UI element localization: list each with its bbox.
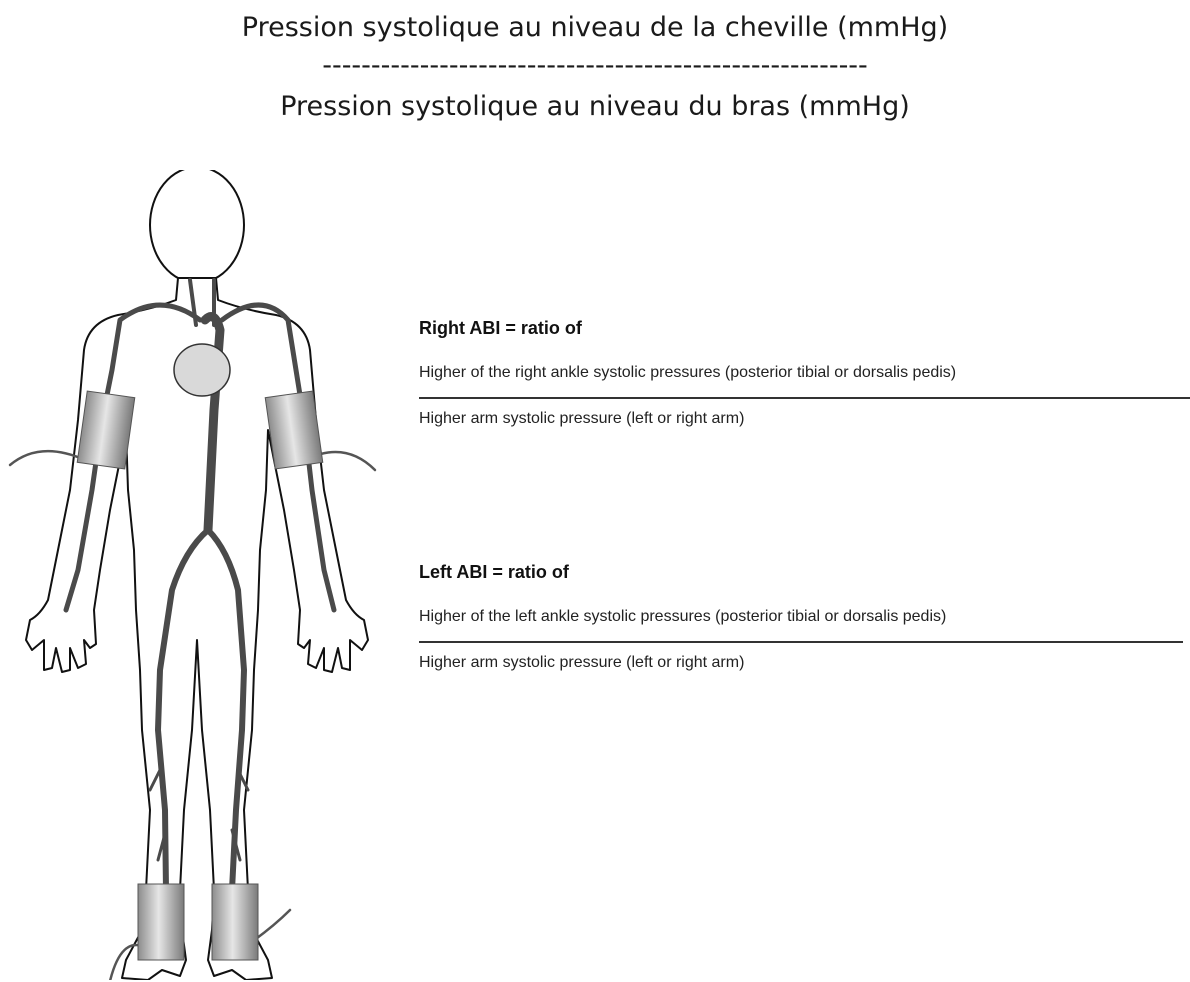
body-illustration — [0, 170, 400, 980]
formula-denominator: Pression systolique au niveau du bras (m… — [0, 91, 1190, 122]
left-abi-numerator: Higher of the left ankle systolic pressu… — [419, 608, 946, 626]
right-arm-cuff — [77, 391, 135, 469]
right-abi-denominator: Higher arm systolic pressure (left or ri… — [419, 410, 744, 428]
formula-fraction-bar: ----------------------------------------… — [0, 50, 1190, 81]
left-abi-denominator: Higher arm systolic pressure (left or ri… — [419, 654, 744, 672]
left-arm-cuff — [265, 391, 323, 469]
left-ankle-cuff — [212, 884, 258, 960]
left-abi-formula: Left ABI = ratio of Higher of the left a… — [419, 562, 1189, 692]
head-shape — [150, 170, 244, 283]
right-abi-fraction-line — [419, 397, 1190, 399]
right-ankle-cuff — [138, 884, 184, 960]
left-abi-title: Left ABI = ratio of — [419, 562, 569, 583]
formula-numerator: Pression systolique au niveau de la chev… — [0, 12, 1190, 43]
right-abi-formula: Right ABI = ratio of Higher of the right… — [419, 318, 1189, 448]
right-abi-title: Right ABI = ratio of — [419, 318, 582, 339]
heart-shape — [174, 344, 230, 396]
right-abi-numerator: Higher of the right ankle systolic press… — [419, 364, 956, 382]
left-abi-fraction-line — [419, 641, 1183, 643]
